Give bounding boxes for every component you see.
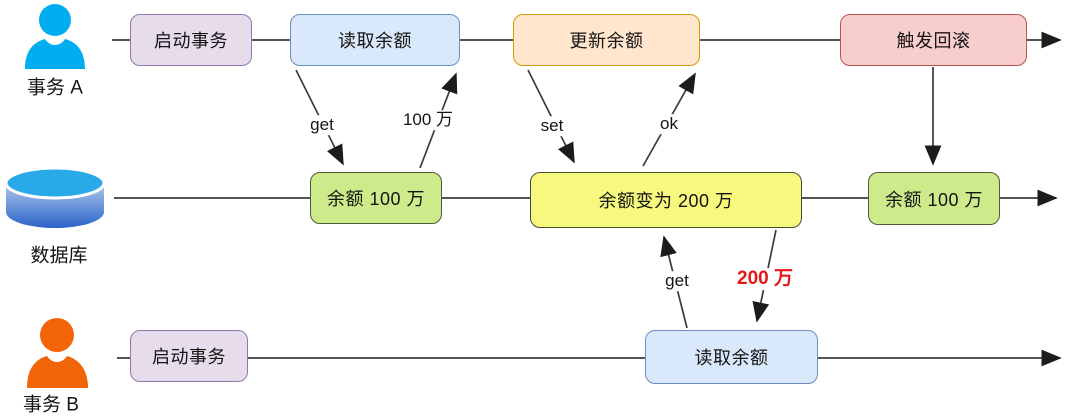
person-icon [27,318,88,388]
node-read-balance-a: 读取余额 [290,14,460,66]
arrow-set-a [527,69,575,164]
edge-label-result-100: 100 万 [399,110,457,130]
database-icon [4,166,106,228]
edge-label-ok-a: ok [657,114,681,134]
actor-label-transaction-b: 事务 B [23,394,79,416]
node-read-balance-b: 读取余额 [645,330,818,384]
edge-label-get-a: get [307,115,337,135]
actor-label-database: 数据库 [30,245,88,267]
node-db-balance-100-before: 余额 100 万 [310,172,442,224]
node-db-balance-becomes-200: 余额变为 200 万 [530,172,802,228]
node-trigger-rollback-a: 触发回滚 [840,14,1027,66]
edge-label-set-a: set [537,116,567,136]
node-start-transaction-b: 启动事务 [130,330,248,382]
person-icon [25,4,85,69]
edge-label-get-b: get [662,271,692,291]
edge-label-result-200-dirty-read: 200 万 [734,268,796,290]
node-start-transaction-a: 启动事务 [130,14,252,66]
node-update-balance-a: 更新余额 [513,14,700,66]
actor-label-transaction-a: 事务 A [27,77,83,99]
node-db-balance-100-after: 余额 100 万 [868,172,1000,225]
